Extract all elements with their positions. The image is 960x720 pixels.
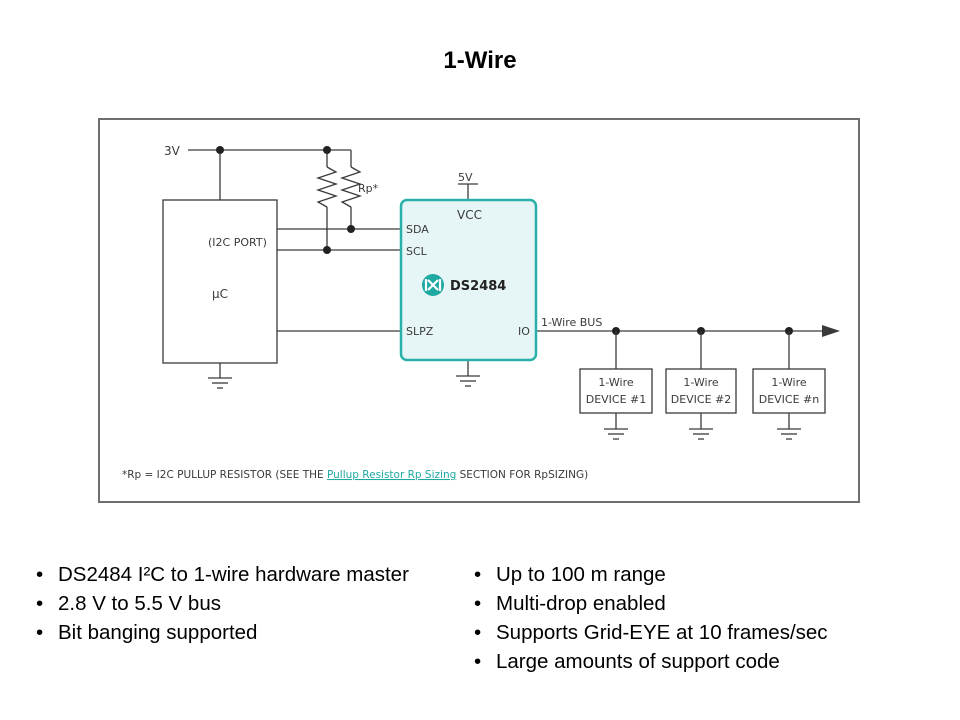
device-n-line1: 1-Wire [771,376,806,389]
footnote-prefix: *Rp = I2C PULLUP RESISTOR (SEE THE [122,469,327,481]
maxim-logo-icon [422,274,444,296]
device-1-line2: DEVICE #1 [586,393,647,406]
bullet-item: Up to 100 m range [474,560,934,589]
footnote-link[interactable]: Pullup Resistor Rp Sizing [327,469,456,481]
bullet-list-left: DS2484 I²C to 1-wire hardware master 2.8… [36,560,436,647]
schematic: 3V Rp* 5V (I2C PORT) µC VCC SDA SCL SLPZ… [122,144,840,481]
footnote-suffix: SECTION FOR RpSIZING) [456,469,588,481]
device-2-line1: 1-Wire [683,376,718,389]
ds2484-chip [399,198,538,362]
junction-dot [347,225,355,233]
bullet-item: Supports Grid-EYE at 10 frames/sec [474,618,934,647]
pin-io: IO [518,325,530,338]
pin-slpz: SLPZ [406,325,434,338]
bullet-item: 2.8 V to 5.5 V bus [36,589,436,618]
label-i2c-port: (I2C PORT) [208,236,267,249]
device-n-line2: DEVICE #n [759,393,820,406]
pin-sda: SDA [406,223,429,236]
label-rp: Rp* [358,182,379,195]
device-1-line1: 1-Wire [598,376,633,389]
pin-scl: SCL [406,245,428,258]
bullet-item: Bit banging supported [36,618,436,647]
bullet-item: Large amounts of support code [474,647,934,676]
resistor-scl-pullup [315,166,339,208]
label-vcc: VCC [457,208,482,222]
bullet-list-right: Up to 100 m range Multi-drop enabled Sup… [474,560,934,676]
mcu-box [162,199,278,364]
chip-name: DS2484 [450,279,506,294]
device-2-line2: DEVICE #2 [671,393,732,406]
bullet-item: DS2484 I²C to 1-wire hardware master [36,560,436,589]
bullet-item: Multi-drop enabled [474,589,934,618]
bus-arrow-icon [822,325,840,337]
schematic-frame: 3V Rp* 5V (I2C PORT) µC VCC SDA SCL SLPZ… [98,118,860,503]
slide-title: 1-Wire [443,47,517,74]
label-3v: 3V [164,144,181,158]
junction-dot [323,146,331,154]
label-mcu: µC [212,287,228,301]
label-1wire-bus: 1-Wire BUS [541,316,602,329]
junction-dot [216,146,224,154]
resistor-sda-pullup [339,166,363,208]
junction-dot [323,246,331,254]
footnote: *Rp = I2C PULLUP RESISTOR (SEE THE Pullu… [122,469,588,481]
label-5v: 5V [458,171,473,184]
